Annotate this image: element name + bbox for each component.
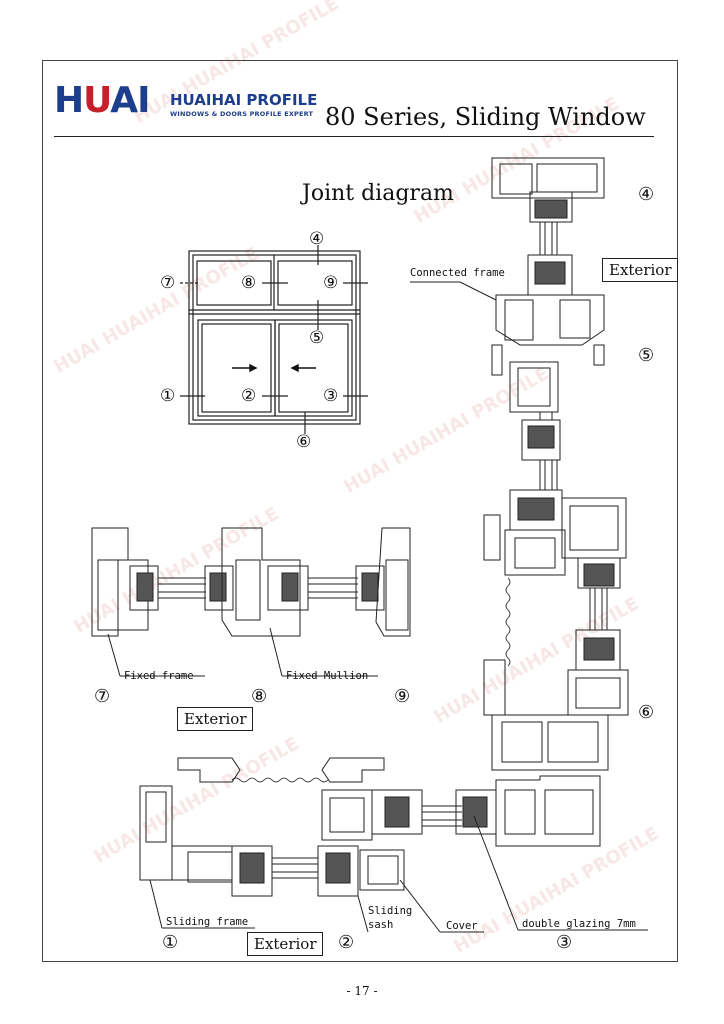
- exterior-label-fixed: Exterior: [177, 707, 254, 731]
- section-number-8: ⑧: [251, 686, 268, 707]
- joint-number-4: ④: [309, 229, 325, 249]
- joint-number-3: ③: [323, 386, 339, 406]
- vertical-section: [483, 157, 629, 771]
- exterior-label-sliding: Exterior: [247, 932, 324, 956]
- page-title: 80 Series, Sliding Window: [325, 103, 646, 131]
- sliding-section: [139, 281, 648, 933]
- diagram-subtitle: Joint diagram: [302, 181, 454, 206]
- section-number-5: ⑤: [638, 345, 655, 366]
- brand-tagline: WINDOWS & DOORS PROFILE EXPERT: [170, 110, 314, 118]
- brand-block: HUAIHAI PROFILE WINDOWS & DOORS PROFILE …: [170, 91, 317, 118]
- window-elevation: [180, 245, 368, 434]
- sliding-frame-label: Sliding frame: [166, 916, 249, 928]
- brand-name: HUAIHAI PROFILE: [170, 91, 318, 109]
- joint-number-1: ①: [160, 386, 176, 406]
- section-number-1: ①: [162, 932, 179, 953]
- connected-frame-label: Connected frame: [410, 267, 505, 279]
- page-border: [42, 60, 678, 962]
- cover-label: Cover: [446, 920, 478, 932]
- joint-number-6: ⑥: [296, 432, 312, 452]
- section-number-9: ⑨: [394, 686, 411, 707]
- section-number-2: ②: [338, 932, 355, 953]
- page-number: - 17 -: [346, 984, 378, 998]
- joint-number-5: ⑤: [309, 328, 325, 348]
- header-rule: [54, 136, 654, 137]
- section-number-4: ④: [638, 184, 655, 205]
- company-logo: HUAI: [54, 80, 151, 121]
- slide-arrows: [232, 363, 316, 373]
- double-glazing-label: double glazing 7mm: [522, 918, 636, 930]
- joint-number-2: ②: [241, 386, 257, 406]
- joint-number-9: ⑨: [323, 273, 339, 293]
- sliding-sash-label-line2: sash: [368, 919, 394, 931]
- sliding-sash-label-line1: Sliding: [368, 905, 413, 917]
- fixed-mullion-label: Fixed Mullion: [286, 670, 369, 682]
- exterior-label-right: Exterior: [602, 258, 679, 282]
- logo-mark: HUAI: [54, 80, 151, 121]
- section-number-3: ③: [556, 932, 573, 953]
- joint-number-7: ⑦: [160, 273, 176, 293]
- joint-number-8: ⑧: [241, 273, 257, 293]
- section-number-6: ⑥: [638, 702, 655, 723]
- fixed-section: [91, 527, 411, 677]
- fixed-frame-label: Fixed frame: [124, 670, 194, 682]
- section-number-7: ⑦: [94, 686, 111, 707]
